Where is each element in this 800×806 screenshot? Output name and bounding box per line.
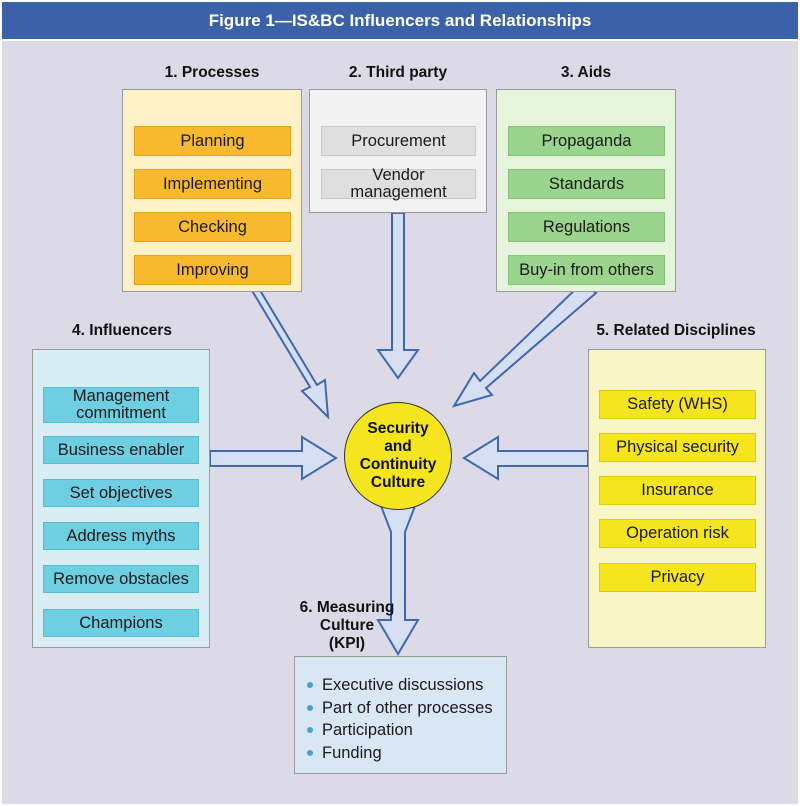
kpi-list-item: Executive discussions xyxy=(307,674,493,697)
discipline-physical-security-chip: Physical security xyxy=(599,433,756,462)
center-line-1: Security xyxy=(367,420,429,437)
process-checking-chip: Checking xyxy=(134,212,291,242)
aid-regulations-chip: Regulations xyxy=(508,212,665,242)
discipline-insurance-chip: Insurance xyxy=(599,476,756,505)
process-planning-chip: Planning xyxy=(134,126,291,156)
arrow-third-party xyxy=(376,212,420,380)
arrow-related xyxy=(462,435,589,481)
processes-panel: Planning Implementing Checking Improving xyxy=(122,89,302,292)
third-party-panel: Procurement Vendor management xyxy=(309,89,487,213)
discipline-privacy-chip: Privacy xyxy=(599,563,756,592)
processes-title: 1. Processes xyxy=(164,64,260,81)
discipline-operation-risk-chip: Operation risk xyxy=(599,519,756,548)
aid-buy-in-chip: Buy-in from others xyxy=(508,255,665,285)
kpi-item-label: Executive discussions xyxy=(322,676,484,694)
measuring-panel: Executive discussions Part of other proc… xyxy=(294,656,507,774)
arrow-aids xyxy=(451,281,598,408)
kpi-list-item: Funding xyxy=(307,742,493,765)
influencer-address-myths-chip: Address myths xyxy=(43,522,199,550)
measuring-title-line-2: Culture xyxy=(319,617,375,634)
kpi-list-item: Part of other processes xyxy=(307,697,493,720)
related-disciplines-panel: Safety (WHS) Physical security Insurance… xyxy=(588,349,766,648)
influencer-management-commitment-chip: Management commitment xyxy=(43,387,199,423)
influencer-set-objectives-chip: Set objectives xyxy=(43,479,199,507)
aid-standards-chip: Standards xyxy=(508,169,665,199)
center-line-3: Continuity xyxy=(359,456,437,473)
arrow-processes xyxy=(235,275,330,420)
center-line-2: and xyxy=(384,438,412,455)
measuring-title-line-3: (KPI) xyxy=(328,635,366,652)
process-improving-chip: Improving xyxy=(134,255,291,285)
kpi-list-item: Participation xyxy=(307,719,493,742)
discipline-safety-chip: Safety (WHS) xyxy=(599,390,756,419)
influencers-panel: Management commitment Business enabler S… xyxy=(32,349,210,648)
aids-title: 3. Aids xyxy=(560,64,612,81)
figure-title: Figure 1—IS&BC Influencers and Relations… xyxy=(2,2,798,39)
aid-propaganda-chip: Propaganda xyxy=(508,126,665,156)
bullet-icon xyxy=(307,682,313,689)
kpi-item-label: Funding xyxy=(322,743,382,762)
measuring-title-line-1: 6. Measuring xyxy=(299,599,395,616)
bullet-icon xyxy=(307,727,313,734)
process-implementing-chip: Implementing xyxy=(134,169,291,199)
kpi-item-label: Part of other processes xyxy=(322,698,493,717)
center-culture-circle: Security and Continuity Culture xyxy=(344,402,452,510)
influencer-remove-obstacles-chip: Remove obstacles xyxy=(43,565,199,593)
influencer-business-enabler-chip: Business enabler xyxy=(43,436,199,464)
third-party-title: 2. Third party xyxy=(348,64,448,81)
influencers-title: 4. Influencers xyxy=(72,322,172,339)
bullet-icon xyxy=(307,750,313,757)
arrow-influencers xyxy=(209,435,338,481)
kpi-item-label: Participation xyxy=(322,721,413,740)
influencer-champions-chip: Champions xyxy=(43,609,199,637)
measuring-title: 6. Measuring Culture (KPI) xyxy=(272,599,422,653)
center-line-4: Culture xyxy=(370,474,426,491)
related-disciplines-title: 5. Related Disciplines xyxy=(596,322,756,339)
bullet-icon xyxy=(307,704,313,711)
third-party-procurement-chip: Procurement xyxy=(321,126,476,156)
aids-panel: Propaganda Standards Regulations Buy-in … xyxy=(496,89,676,292)
arrow-measuring xyxy=(376,505,420,656)
kpi-list: Executive discussions Part of other proc… xyxy=(307,674,493,764)
third-party-vendor-management-chip: Vendor management xyxy=(321,167,476,201)
